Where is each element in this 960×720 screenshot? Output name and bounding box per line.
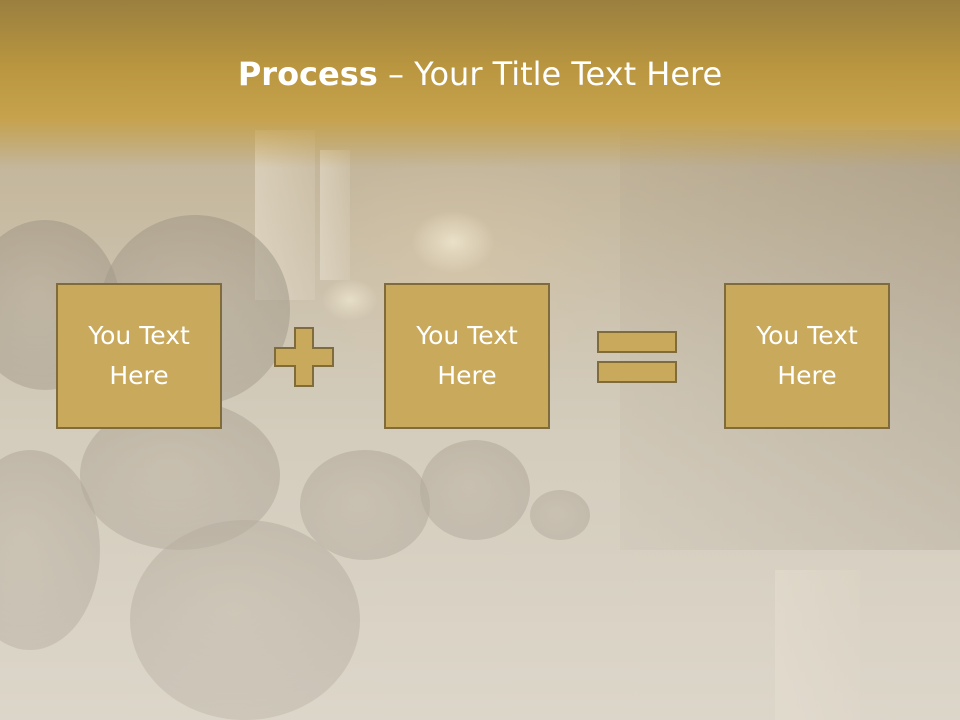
slide-title-bold: Process: [237, 55, 378, 93]
equals-icon: [597, 331, 677, 383]
process-box-3[interactable]: You Text Here: [724, 283, 890, 429]
process-box-1-text[interactable]: You Text Here: [88, 321, 190, 390]
slide-title-rest: – Your Title Text Here: [377, 55, 723, 93]
slide-title: Process – Your Title Text Here: [0, 52, 960, 96]
process-box-1[interactable]: You Text Here: [56, 283, 222, 429]
title-band: [0, 0, 960, 168]
plus-icon: [274, 327, 334, 387]
process-box-2[interactable]: You Text Here: [384, 283, 550, 429]
process-box-3-text[interactable]: You Text Here: [756, 321, 858, 390]
process-box-2-text[interactable]: You Text Here: [416, 321, 518, 390]
